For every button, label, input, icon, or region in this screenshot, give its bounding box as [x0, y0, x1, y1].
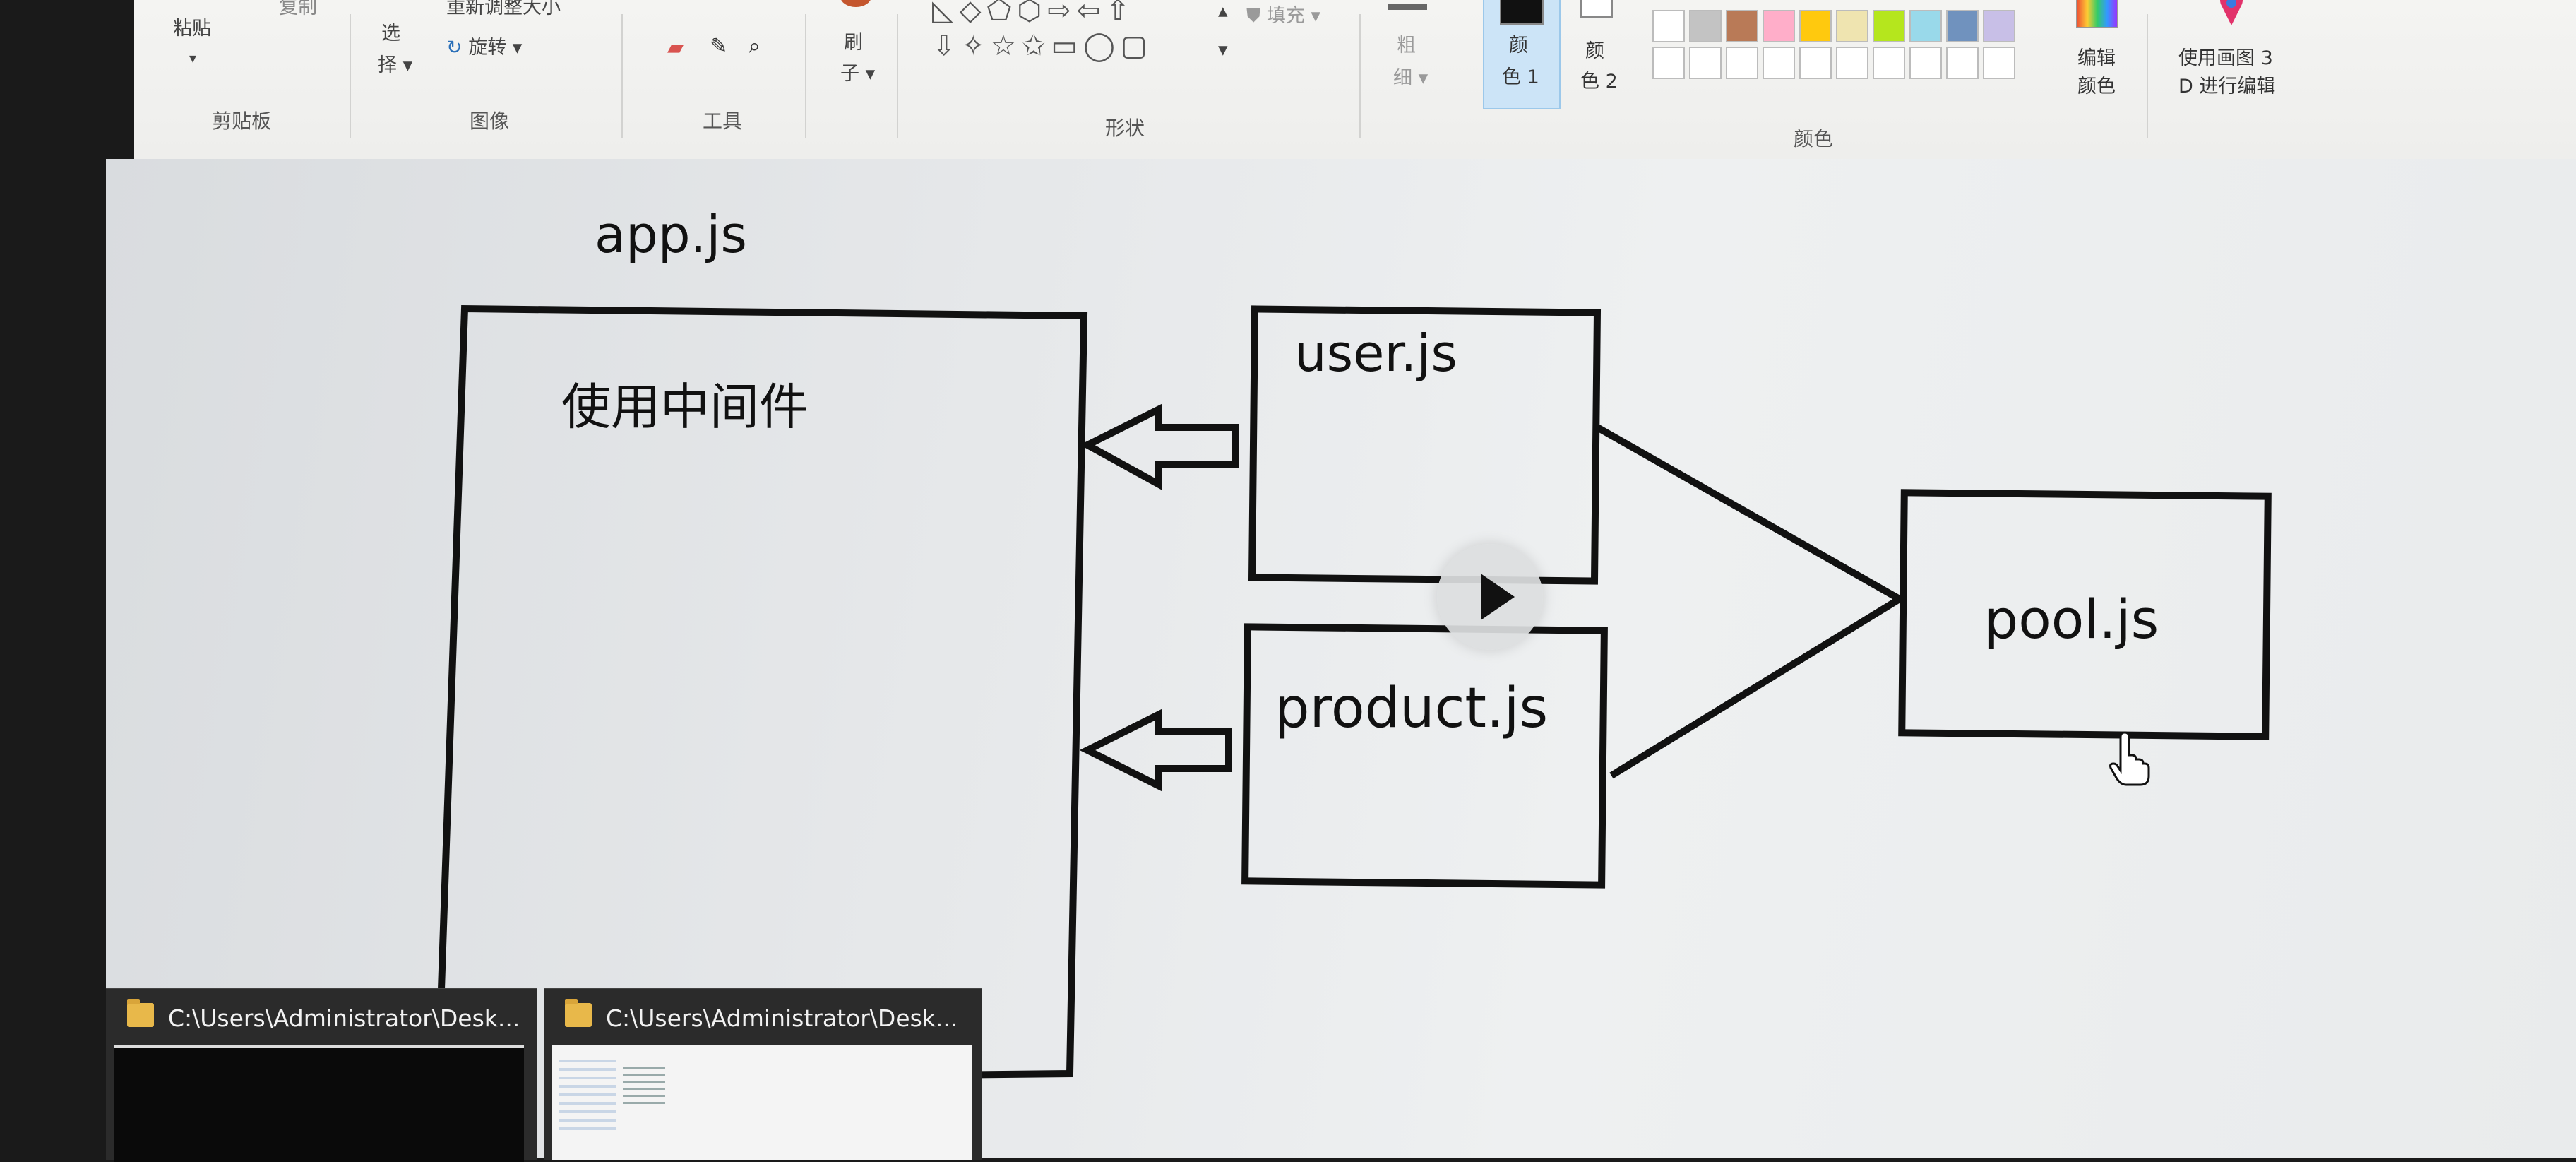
rotate-icon: ↻ [446, 37, 463, 59]
size-icon[interactable] [1388, 4, 1427, 10]
edit-colors-icon[interactable] [2076, 0, 2118, 28]
color-swatch[interactable] [1652, 47, 1685, 79]
color-swatch[interactable] [1689, 47, 1722, 79]
color-swatch[interactable] [1763, 10, 1795, 42]
color-swatch[interactable] [1946, 47, 1979, 79]
picker-icon[interactable]: ✎ [710, 34, 728, 59]
thumb2-preview-sidebar [559, 1060, 616, 1130]
tools-group-label: 工具 [703, 109, 743, 133]
middleware-label: 使用中间件 [561, 378, 809, 436]
color-swatch[interactable] [1983, 10, 2015, 42]
select-button[interactable]: 选 [381, 23, 400, 45]
thumb2-title: C:\Users\Administrator\Desk... [606, 1004, 958, 1032]
hand-cursor-icon [2108, 731, 2150, 790]
size-button[interactable]: 粗 [1397, 35, 1416, 57]
color-palette [1652, 10, 2048, 88]
separator [2147, 14, 2148, 138]
thumb2-preview-content [623, 1067, 665, 1109]
app-container-box [438, 304, 1088, 1079]
color-swatch[interactable] [1652, 10, 1685, 42]
color2-button[interactable]: 颜 色 2 [1568, 0, 1638, 109]
eraser-icon[interactable]: ▰ [667, 35, 684, 60]
shape-icons[interactable]: ◺◇⬠⬡⇨⇦⇧ [932, 0, 1135, 27]
magnifier-icon[interactable]: ⌕ [749, 34, 761, 59]
edit-colors-button-label2[interactable]: 颜色 [2077, 76, 2116, 97]
separator [621, 14, 623, 138]
product-label: product.js [1275, 677, 1549, 740]
separator [350, 14, 351, 138]
paint3d-button-label2[interactable]: D 进行编辑 [2178, 76, 2276, 97]
brushes-button-label2[interactable]: 子 ▾ [840, 63, 876, 85]
product-box [1241, 623, 1608, 889]
color2-swatch [1580, 0, 1613, 18]
color-swatch[interactable] [1909, 10, 1942, 42]
product-pool-line [1609, 595, 1902, 779]
paint3d-icon[interactable] [2217, 0, 2246, 27]
separator [805, 14, 806, 138]
resize-button[interactable]: 重新调整大小 [446, 0, 561, 18]
paste-button[interactable]: 粘贴 [173, 18, 211, 40]
color-swatch[interactable] [1726, 10, 1758, 42]
color-swatch[interactable] [1909, 47, 1942, 79]
taskbar-thumbnail-1[interactable]: C:\Users\Administrator\Desk... [106, 988, 537, 1162]
user-pool-line [1595, 424, 1902, 603]
color-swatch[interactable] [1946, 10, 1979, 42]
color1-label2: 色 1 [1502, 66, 1539, 88]
user-arrow-icon [1080, 403, 1239, 490]
play-icon [1481, 574, 1515, 620]
folder-icon [127, 999, 154, 1027]
shapes-scroll-up[interactable]: ▴ [1218, 0, 1228, 22]
thumb1-preview [114, 1045, 524, 1162]
fill-button[interactable]: ⛊ 填充 ▾ [1246, 5, 1320, 27]
fill-icon: ⛊ [1246, 5, 1261, 27]
thumb1-title: C:\Users\Administrator\Desk... [168, 1004, 520, 1032]
brushes-button[interactable]: 刷 [844, 32, 863, 54]
user-label: user.js [1294, 324, 1457, 383]
paint-ribbon: 粘贴 ▾ 复制 剪贴板 选 择 ▾ 重新调整大小 ↻ 旋转 ▾ 图像 ▰ ✎ ⌕… [134, 0, 2576, 161]
color1-label: 颜 [1509, 35, 1528, 57]
size-button-label2[interactable]: 细 ▾ [1393, 67, 1429, 89]
product-arrow-icon [1079, 709, 1232, 792]
brush-icon[interactable] [840, 0, 871, 7]
color-swatch[interactable] [1873, 10, 1905, 42]
play-button[interactable] [1437, 544, 1543, 650]
image-group-label: 图像 [470, 109, 510, 133]
color-swatch[interactable] [1983, 47, 2015, 79]
color-swatch[interactable] [1689, 10, 1722, 42]
color2-label: 颜 [1585, 40, 1604, 62]
shape-icons-row2[interactable]: ⇩✧☆✩▭◯▢ [932, 30, 1153, 62]
color1-swatch [1500, 0, 1544, 25]
paint3d-button[interactable]: 使用画图 3 [2178, 47, 2273, 69]
edit-colors-button[interactable]: 编辑 [2077, 47, 2116, 69]
thumb2-preview [552, 1045, 972, 1160]
paste-dropdown-icon[interactable]: ▾ [189, 49, 197, 66]
separator [897, 14, 898, 138]
clipboard-group-label: 剪贴板 [212, 109, 272, 133]
shapes-group-label: 形状 [1105, 117, 1145, 140]
copy-button[interactable]: 复制 [279, 0, 317, 18]
app-label: app.js [595, 205, 747, 264]
color2-label2: 色 2 [1580, 71, 1618, 93]
separator [1359, 14, 1361, 138]
color-swatch[interactable] [1836, 10, 1868, 42]
color-swatch[interactable] [1873, 47, 1905, 79]
folder-icon [565, 999, 592, 1027]
color-swatch[interactable] [1763, 47, 1795, 79]
colors-group-label: 颜色 [1794, 127, 1834, 150]
taskbar-thumbnail-2[interactable]: C:\Users\Administrator\Desk... [544, 988, 982, 1160]
color-swatch[interactable] [1799, 10, 1832, 42]
color-swatch[interactable] [1726, 47, 1758, 79]
rotate-button[interactable]: ↻ 旋转 ▾ [446, 37, 523, 59]
shapes-scroll-more[interactable]: ▾ [1218, 39, 1228, 61]
color1-button[interactable]: 颜 色 1 [1483, 0, 1561, 109]
select-button-label2[interactable]: 择 ▾ [378, 54, 413, 76]
color-swatch[interactable] [1836, 47, 1868, 79]
color-swatch[interactable] [1799, 47, 1832, 79]
pool-label: pool.js [1984, 588, 2159, 651]
